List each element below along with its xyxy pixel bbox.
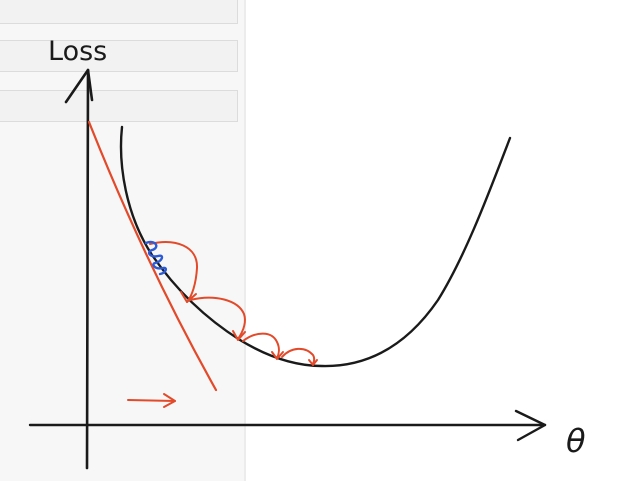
x-axis-label: θ (566, 422, 586, 460)
background-field-1 (0, 0, 238, 24)
tangent-line (87, 120, 218, 392)
small-steps (144, 240, 168, 276)
y-axis-arrow-icon (64, 68, 94, 104)
loss-curve (119, 125, 512, 368)
step-arc-1 (149, 241, 199, 303)
x-axis-arrow-icon (514, 409, 547, 442)
step-arc-2 (189, 296, 246, 340)
step-arrow-3-icon (271, 351, 284, 360)
step-arc-4 (281, 347, 316, 365)
step-arc-3 (242, 332, 280, 359)
background-divider (244, 0, 246, 481)
y-axis (85, 68, 90, 470)
background-panel (0, 0, 246, 481)
background-field-2 (0, 40, 238, 72)
step-arrow-2-icon (232, 330, 246, 341)
step-arrow-1-icon (180, 291, 197, 303)
direction-arrow (127, 399, 176, 402)
step-arrow-4-icon (308, 359, 318, 366)
direction-arrow-icon (163, 393, 176, 408)
background-field-3 (0, 90, 238, 122)
y-axis-label: Loss (48, 36, 107, 67)
